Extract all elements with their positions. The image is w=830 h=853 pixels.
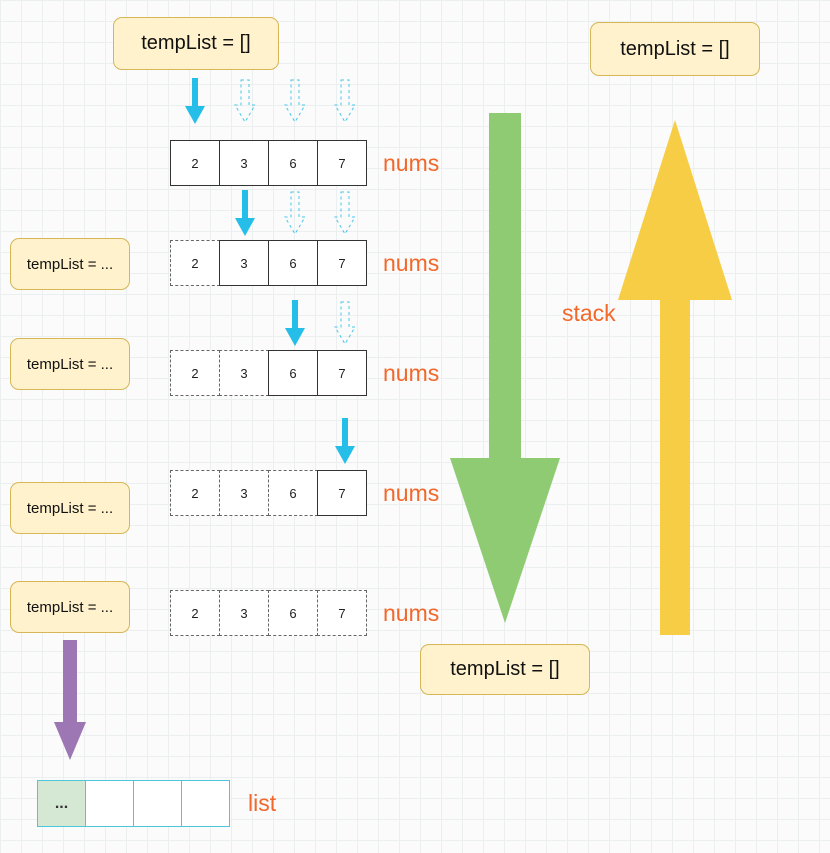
nums-array-step5: 2 3 6 7 [170,590,367,636]
array-cell: 7 [317,240,367,286]
array-cell: 6 [268,140,318,186]
note-templist-top-right: tempList = [] [590,22,760,76]
array-cell: 2 [170,240,220,286]
nums-array-step3: 2 3 6 7 [170,350,367,396]
pointer-arrow-dashed-icon [284,79,306,123]
array-cell: 3 [219,350,269,396]
stack-pop-up-arrow-icon [618,120,732,635]
note-templist-step3: tempList = ... [10,338,130,390]
stack-label: stack [562,300,616,326]
note-templist-step2: tempList = ... [10,238,130,290]
stack-push-down-arrow-icon [450,113,560,623]
array-cell: 7 [317,470,367,516]
array-cell: 6 [268,350,318,396]
list-cell [181,780,230,827]
array-cell: 3 [219,140,269,186]
result-list: ... [37,780,230,827]
list-cell [133,780,182,827]
nums-array-step1: 2 3 6 7 [170,140,367,186]
nums-label: nums [383,360,440,386]
nums-array-step2: 2 3 6 7 [170,240,367,286]
nums-array-step4: 2 3 6 7 [170,470,367,516]
array-cell: 6 [268,240,318,286]
pointer-arrow-icon [285,300,305,346]
array-cell: 3 [219,590,269,636]
note-templist-top-left: tempList = [] [113,17,279,70]
array-cell: 6 [268,590,318,636]
pointer-arrow-icon [335,418,355,464]
pointer-arrow-dashed-icon [334,301,356,345]
array-cell: 7 [317,140,367,186]
array-cell: 6 [268,470,318,516]
array-cell: 3 [219,470,269,516]
array-cell: 7 [317,350,367,396]
list-label: list [248,790,277,816]
note-templist-step5: tempList = ... [10,581,130,633]
nums-label: nums [383,150,440,176]
array-cell: 2 [170,140,220,186]
nums-label: nums [383,600,440,626]
list-cell: ... [37,780,86,827]
pointer-arrow-icon [235,190,255,236]
pointer-arrow-dashed-icon [334,191,356,235]
note-templist-step4: tempList = ... [10,482,130,534]
list-cell [85,780,134,827]
nums-label: nums [383,480,440,506]
nums-label: nums [383,250,440,276]
templist-to-list-arrow-icon [54,640,86,760]
array-cell: 7 [317,590,367,636]
array-cell: 2 [170,350,220,396]
pointer-arrow-icon [185,78,205,124]
pointer-arrow-dashed-icon [334,79,356,123]
pointer-arrow-dashed-icon [234,79,256,123]
array-cell: 2 [170,470,220,516]
array-cell: 2 [170,590,220,636]
note-templist-bottom-center: tempList = [] [420,644,590,695]
pointer-arrow-dashed-icon [284,191,306,235]
array-cell: 3 [219,240,269,286]
